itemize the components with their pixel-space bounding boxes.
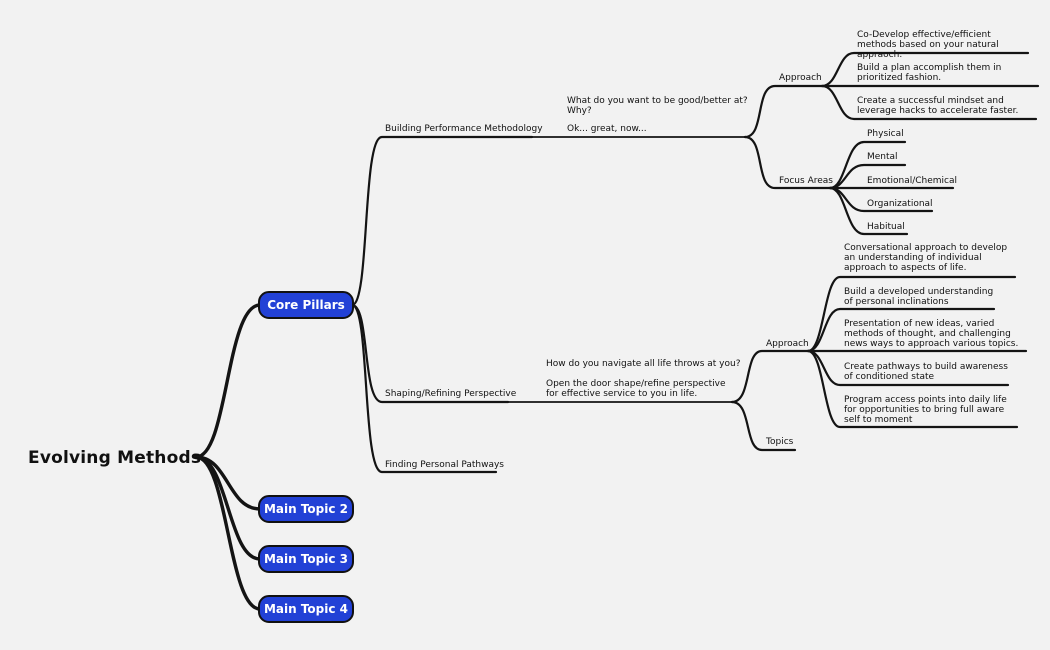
focus-emotional-chemical[interactable]: Emotional/Chemical [867, 176, 958, 186]
shaping-topics[interactable]: Topics [766, 437, 794, 447]
connector-note-focus [743, 135, 832, 190]
pillar-building-performance[interactable]: Building Performance Methodology [385, 124, 543, 134]
connector-approach2-item5 [806, 349, 1019, 429]
note-building-answer: Ok... great, now... [567, 124, 647, 134]
pillar-finding-pathways[interactable]: Finding Personal Pathways [385, 460, 504, 470]
building-approach-item-1[interactable]: Co-Develop effective/efficient methods b… [857, 30, 999, 60]
main-topic-4[interactable]: Main Topic 4 [258, 595, 354, 623]
note-building-question: What do you want to be good/better at? W… [567, 96, 748, 116]
focus-habitual[interactable]: Habitual [867, 222, 905, 232]
connector-approach1-item1 [820, 51, 1030, 88]
focus-organizational[interactable]: Organizational [867, 199, 933, 209]
connector-approach2-item2 [806, 307, 996, 353]
connector-core-finding [350, 303, 498, 474]
note-shaping-question: How do you navigate all life throws at y… [546, 359, 741, 369]
connector-core-shaping [350, 303, 510, 404]
root-topic[interactable]: Evolving Methods [28, 448, 202, 468]
note-shaping-answer: Open the door shape/refine perspective f… [546, 379, 726, 399]
connector-root-topic4 [194, 455, 262, 611]
shaping-approach-item-4[interactable]: Create pathways to build awareness of co… [844, 362, 1008, 382]
pillar-shaping-perspective[interactable]: Shaping/Refining Perspective [385, 389, 517, 399]
connector-approach2-item1 [806, 275, 1017, 353]
connector-core-building [350, 135, 534, 307]
connector-note-topics [730, 400, 797, 452]
shaping-approach-item-1[interactable]: Conversational approach to develop an un… [844, 243, 1008, 273]
shaping-approach-item-5[interactable]: Program access points into daily life fo… [844, 395, 1007, 425]
connector-approach1-item3 [820, 84, 1038, 121]
connector-focus-item5 [828, 186, 909, 236]
shaping-approach[interactable]: Approach [766, 339, 809, 349]
shaping-approach-item-2[interactable]: Build a developed understanding of perso… [844, 287, 994, 307]
building-approach-item-3[interactable]: Create a successful mindset and leverage… [857, 96, 1019, 116]
main-topic-3[interactable]: Main Topic 3 [258, 545, 354, 573]
focus-physical[interactable]: Physical [867, 129, 904, 139]
main-topic-core-pillars[interactable]: Core Pillars [258, 291, 354, 319]
building-focus-areas[interactable]: Focus Areas [779, 176, 833, 186]
building-approach[interactable]: Approach [779, 73, 822, 83]
building-approach-item-2[interactable]: Build a plan accomplish them in prioriti… [857, 63, 1002, 83]
connector-note-approach2 [730, 349, 810, 404]
connector-root-core [194, 303, 262, 459]
focus-mental[interactable]: Mental [867, 152, 898, 162]
shaping-approach-item-3[interactable]: Presentation of new ideas, varied method… [844, 319, 1019, 349]
connector-note-approach1 [743, 84, 824, 139]
main-topic-2[interactable]: Main Topic 2 [258, 495, 354, 523]
